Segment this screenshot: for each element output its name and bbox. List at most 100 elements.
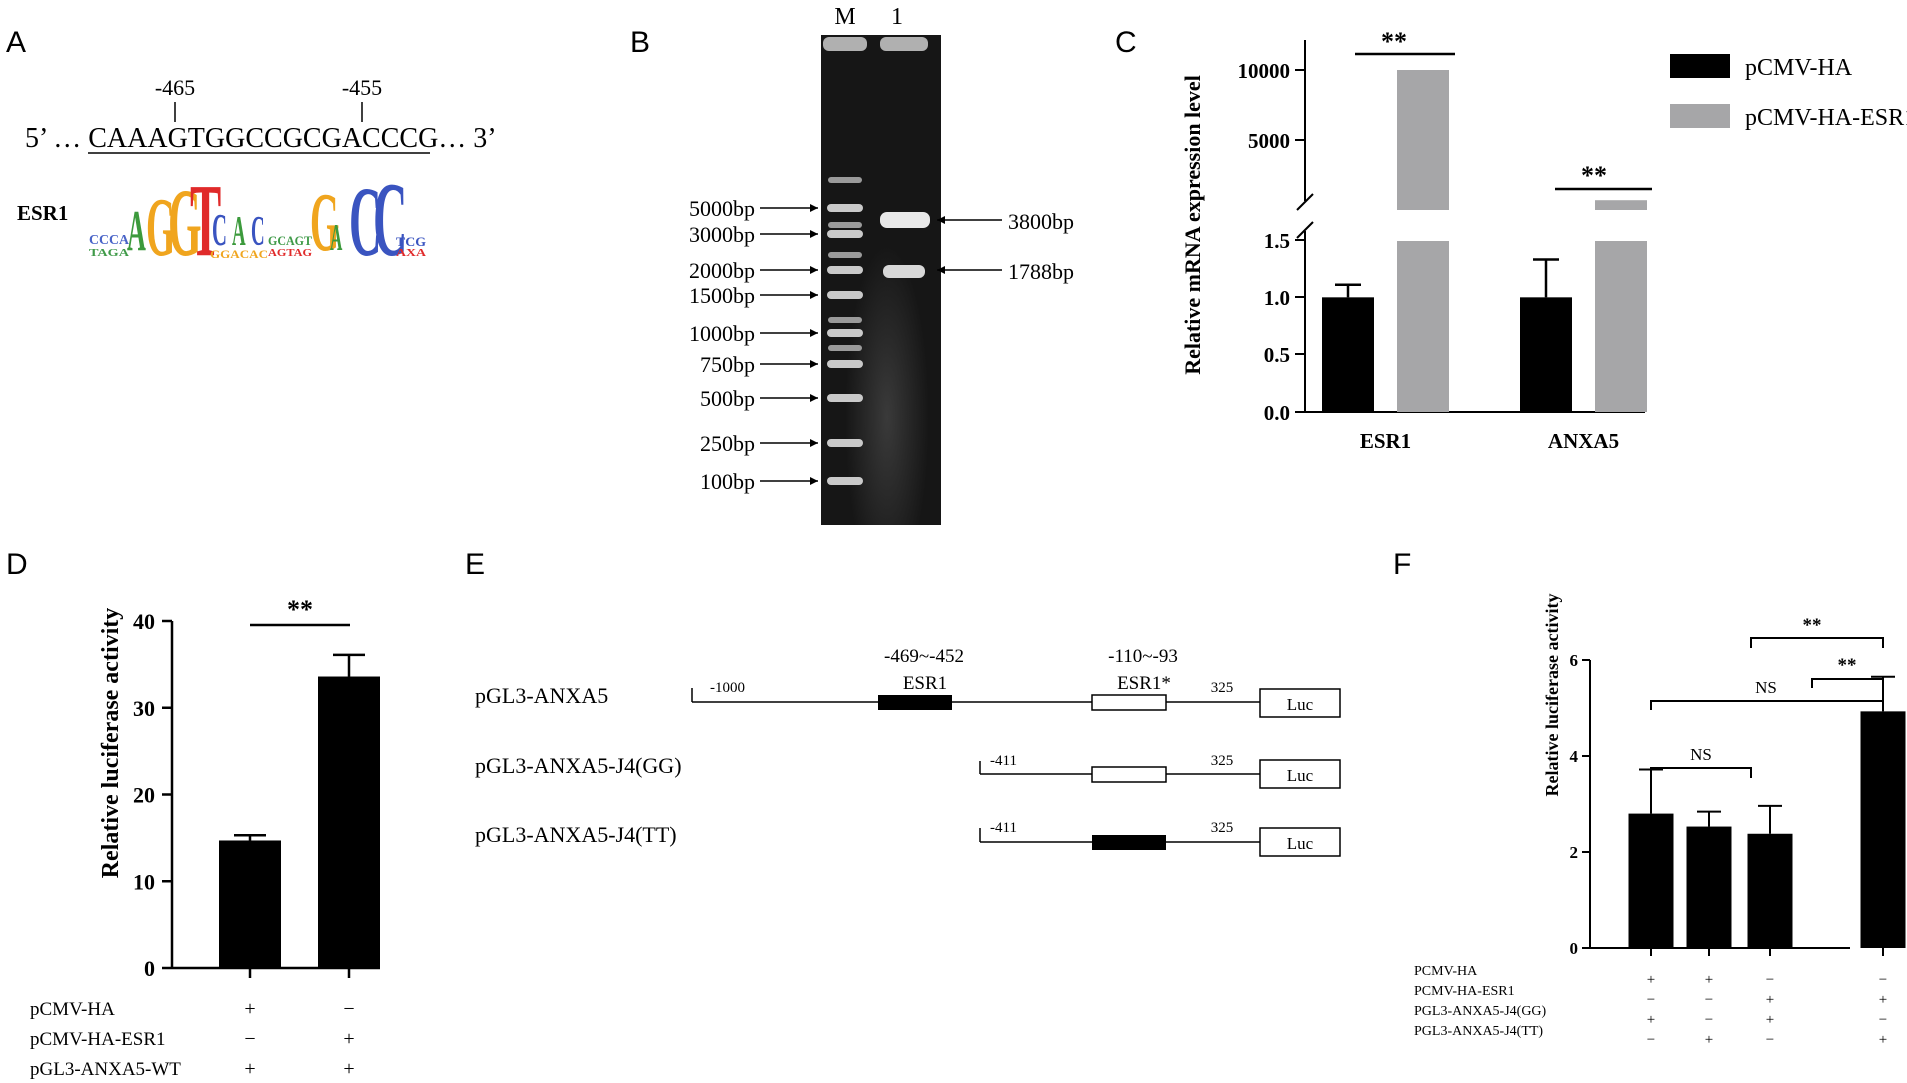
ladder-band-1000bp	[827, 329, 863, 337]
ladder-label-1000bp: 1000bp	[689, 321, 755, 346]
c-axis-break-lower	[1296, 221, 1314, 239]
construct-1-start: -1000	[710, 680, 745, 696]
f-row-3-sign-4: −	[1879, 1012, 1887, 1028]
d-row-2-sign-2: +	[343, 1028, 354, 1050]
ladder-label-3000bp: 3000bp	[689, 222, 755, 247]
d-row-label-3: pGL3-ANXA5-WT	[30, 1059, 181, 1080]
ladder-minor-band	[828, 345, 862, 351]
d-row-2-sign-1: −	[244, 1028, 255, 1050]
c-legend-label-0: pCMV-HA	[1745, 55, 1853, 81]
f-row-2-sign-4: +	[1879, 992, 1887, 1008]
f-ns-bracket-1-2	[1650, 767, 1752, 778]
svg-text:C: C	[212, 204, 227, 256]
well-m	[823, 37, 867, 51]
panel-d-y-label: Relative luciferase activity	[98, 608, 124, 879]
svg-text:TAGA: TAGA	[89, 247, 129, 259]
ladder-arrowhead-100bp	[810, 477, 818, 485]
d-ticklabel-0: 0	[144, 956, 155, 981]
d-ticklabel-30: 30	[133, 696, 155, 721]
f-row-2-sign-1: −	[1647, 992, 1655, 1008]
arrowhead-3800bp	[937, 216, 945, 224]
f-row-1-sign-1: +	[1647, 972, 1655, 988]
c-bar-upper-esr1-pcmv-ha-esr1	[1397, 70, 1449, 210]
f-row-2-sign-3: +	[1766, 992, 1774, 1008]
f-bar-3	[1747, 833, 1793, 948]
svg-text:AXA: AXA	[396, 247, 426, 259]
ladder-minor-band	[828, 252, 862, 258]
panel-d-letter: D	[6, 548, 28, 581]
ladder-label-250bp: 250bp	[700, 431, 755, 456]
d-ticklabel-20: 20	[133, 783, 155, 808]
svg-text:A: A	[127, 198, 146, 262]
f-sig-bracket-2-4-right	[1812, 637, 1884, 648]
d-bar-2	[318, 676, 380, 968]
f-row-3-sign-2: −	[1705, 1012, 1713, 1028]
f-ns-label-1-2: NS	[1690, 745, 1712, 764]
panel-c-letter: C	[1115, 26, 1137, 59]
f-row-4-sign-1: −	[1647, 1032, 1655, 1048]
f-row-label-2: PCMV-HA-ESR1	[1414, 984, 1515, 999]
d-row-1-sign-1: +	[244, 998, 255, 1020]
construct-2-luc: Luc	[1287, 766, 1314, 785]
ladder-band-250bp	[827, 439, 863, 447]
d-row-1-sign-2: −	[343, 998, 354, 1020]
c-category-anxa5: ANXA5	[1548, 429, 1619, 453]
svg-text:G: G	[168, 171, 202, 277]
f-row-label-4: PGL3-ANXA5-J4(TT)	[1414, 1024, 1543, 1039]
f-ns-bracket-1-3	[1650, 700, 1884, 710]
svg-text:A: A	[232, 209, 246, 255]
panel-c-chart: Relative mRNA expression level 10000 500…	[1180, 27, 1907, 453]
ladder-labels: 5000bp3000bp2000bp1500bp1000bp750bp500bp…	[689, 196, 818, 494]
band-label-3800bp: 3800bp	[1008, 209, 1074, 234]
f-ticklabel-0: 0	[1570, 939, 1579, 958]
construct-2-start: -411	[990, 753, 1017, 769]
c-bar-upper-anxa5-pcmv-ha-esr1	[1595, 200, 1647, 210]
ladder-label-1500bp: 1500bp	[689, 283, 755, 308]
construct-1-end: 325	[1211, 680, 1234, 696]
f-row-4-sign-4: +	[1879, 1032, 1887, 1048]
d-ticklabel-10: 10	[133, 869, 155, 894]
c-ticklabel-1.0: 1.0	[1264, 286, 1290, 310]
ladder-band-100bp	[827, 477, 863, 485]
c-bar-lower-esr1-pcmv-ha-esr1	[1397, 241, 1449, 412]
position-455-label: -455	[342, 75, 382, 100]
ladder-band-3000bp	[827, 230, 863, 238]
ladder-arrowhead-2000bp	[810, 266, 818, 274]
f-row-label-3: PGL3-ANXA5-J4(GG)	[1414, 1004, 1547, 1019]
f-ns-label-1-3: NS	[1755, 678, 1777, 697]
ladder-band-5000bp	[827, 204, 863, 212]
d-ticklabel-40: 40	[133, 609, 155, 634]
ladder-label-500bp: 500bp	[700, 386, 755, 411]
svg-text:T: T	[190, 163, 221, 278]
ladder-minor-band	[828, 177, 862, 183]
c-bar-lower-anxa5-pcmv-ha-esr1	[1595, 241, 1647, 412]
f-ticklabel-4: 4	[1570, 747, 1579, 766]
band-1788bp	[883, 265, 925, 278]
f-sig-bracket-2-4	[1750, 637, 1812, 648]
f-row-3-sign-1: +	[1647, 1012, 1655, 1028]
f-bar-2	[1686, 826, 1732, 948]
svg-text:GGACAC: GGACAC	[210, 247, 268, 261]
construct-3-luc-box	[1259, 827, 1341, 857]
f-row-4-sign-3: −	[1766, 1032, 1774, 1048]
ladder-minor-band	[828, 317, 862, 323]
c-legend-label-1: pCMV-HA-ESR1	[1745, 105, 1907, 131]
binding-sequence: CAAAGTGGCCGCGACCCG	[88, 123, 438, 154]
construct-1-luc: Luc	[1287, 695, 1314, 714]
well-1	[880, 37, 928, 51]
site1-position: -469~-452	[884, 646, 964, 667]
svg-text:C: C	[373, 161, 407, 278]
ladder-band-1500bp	[827, 291, 863, 299]
construct-1-name: pGL3-ANXA5	[475, 683, 608, 708]
svg-text:G: G	[310, 176, 339, 269]
construct-1-esr1-star-box	[1091, 694, 1167, 711]
svg-text:GCAGT: GCAGT	[268, 233, 312, 248]
svg-text:AGTAG: AGTAG	[268, 247, 312, 259]
ladder-label-750bp: 750bp	[700, 352, 755, 377]
panel-a: -465 -455 5’ … CAAAGTGGCCGCGACCCG… 3’ ES…	[17, 75, 497, 278]
gel-image	[821, 35, 941, 525]
f-sig-label-2-4: **	[1803, 615, 1822, 636]
f-row-3-sign-3: +	[1766, 1012, 1774, 1028]
svg-text:C: C	[349, 166, 381, 277]
c-bar-esr1-pcmv-ha	[1322, 297, 1374, 412]
